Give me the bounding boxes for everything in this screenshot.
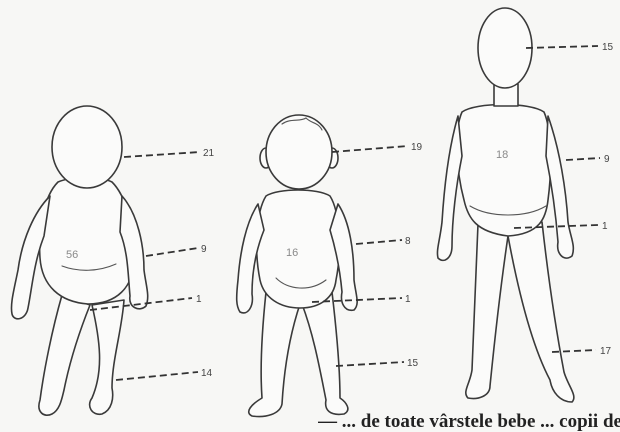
infant-label-3: 1 bbox=[196, 294, 202, 305]
toddler-label-1: 19 bbox=[411, 142, 423, 153]
child-label-3: 1 bbox=[602, 221, 608, 232]
child-label-2: 9 bbox=[604, 154, 610, 165]
infant-torso-number: 56 bbox=[66, 249, 78, 261]
infant-head bbox=[52, 106, 122, 188]
toddler-label-3: 1 bbox=[405, 294, 411, 305]
infant-leader-2 bbox=[146, 248, 198, 256]
toddler-leader-2 bbox=[356, 240, 402, 244]
child-leader-2 bbox=[566, 158, 600, 160]
toddler-right-leg bbox=[302, 292, 348, 414]
child-label-1: 15 bbox=[602, 42, 614, 53]
toddler-leader-1 bbox=[332, 146, 408, 152]
infant-torso bbox=[40, 178, 134, 305]
infant-label-2: 9 bbox=[201, 244, 207, 255]
child-torso-number: 18 bbox=[496, 149, 508, 161]
toddler-label-4: 15 bbox=[407, 358, 419, 369]
infant-leader-4 bbox=[116, 372, 198, 380]
child-head bbox=[478, 8, 532, 88]
cropped-caption: — ... de toate vârstele bebe ... copii d… bbox=[318, 412, 620, 432]
child-torso bbox=[457, 105, 551, 237]
toddler-head bbox=[266, 115, 332, 189]
child-left-arm bbox=[437, 116, 462, 260]
toddler-left-leg bbox=[249, 292, 300, 417]
infant-figure: 56 21 9 1 14 bbox=[11, 106, 214, 415]
child-left-leg bbox=[466, 224, 508, 399]
infant-leader-1 bbox=[124, 152, 200, 157]
toddler-leader-4 bbox=[336, 362, 404, 366]
infant-right-leg bbox=[90, 300, 124, 414]
infant-label-4: 14 bbox=[201, 368, 213, 379]
infant-left-leg bbox=[39, 295, 90, 415]
toddler-torso-number: 16 bbox=[286, 247, 298, 259]
child-label-4: 17 bbox=[600, 346, 612, 357]
infant-label-1: 21 bbox=[203, 148, 215, 159]
child-figure: 18 15 9 1 17 bbox=[437, 8, 613, 402]
toddler-label-2: 8 bbox=[405, 236, 411, 247]
child-leader-1 bbox=[526, 46, 598, 48]
toddler-figure: 16 19 8 1 15 bbox=[237, 115, 423, 417]
